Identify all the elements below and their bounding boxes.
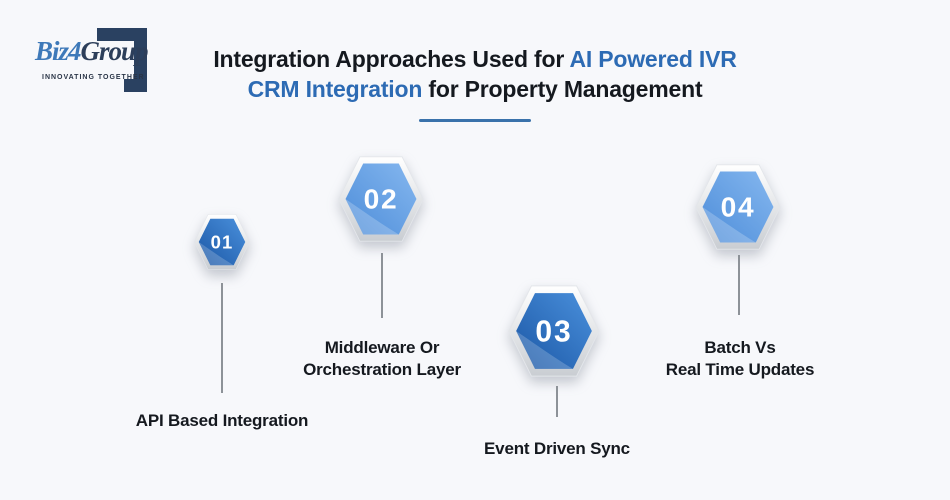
step-label-3: Event Driven Sync	[484, 439, 630, 458]
connector-line-2	[381, 253, 383, 318]
brand-biz: Biz	[35, 36, 69, 66]
title-line2-dark: for Property Management	[422, 76, 703, 102]
hexagon-badge-2: 02	[337, 153, 425, 245]
connector-line-1	[221, 283, 223, 393]
title-line-1: Integration Approaches Used for AI Power…	[0, 44, 950, 74]
step-number-3: 03	[535, 315, 572, 348]
brand-logo: Biz4Group INNOVATING TOGETHER	[25, 20, 170, 100]
brand-text: Biz4Group	[35, 36, 149, 67]
hexagon-gloss	[516, 331, 573, 369]
title-divider	[419, 119, 531, 122]
step-number-1: 01	[211, 231, 234, 252]
hexagon-gloss	[702, 207, 756, 243]
connector-line-4	[738, 255, 740, 315]
step-number-4: 04	[721, 192, 756, 223]
step-label-2: Middleware Or Orchestration Layer	[303, 338, 461, 379]
title-line1-dark: Integration Approaches Used for	[213, 46, 570, 72]
connector-line-3	[556, 386, 558, 417]
hexagon-gloss	[198, 242, 234, 266]
hexagon-badge-1: 01	[193, 212, 251, 272]
step-label-1: API Based Integration	[135, 411, 309, 430]
brand-four: 4	[68, 36, 81, 66]
title-line1-highlight: AI Powered IVR	[569, 46, 737, 72]
step-label-4: Batch Vs Real Time Updates	[665, 338, 815, 379]
hexagon-gloss	[345, 199, 399, 235]
brand-group: Group	[80, 36, 149, 66]
hexagon-badge-3: 03	[507, 282, 601, 380]
title-line2-highlight: CRM Integration	[247, 76, 423, 102]
title-line-2: CRM Integration for Property Management	[0, 74, 950, 104]
page-title: Integration Approaches Used for AI Power…	[0, 44, 950, 122]
hexagon-badge-4: 04	[694, 161, 782, 253]
step-number-2: 02	[364, 184, 399, 215]
logo-bracket-icon	[97, 28, 147, 92]
logo-tagline: INNOVATING TOGETHER	[42, 74, 145, 81]
